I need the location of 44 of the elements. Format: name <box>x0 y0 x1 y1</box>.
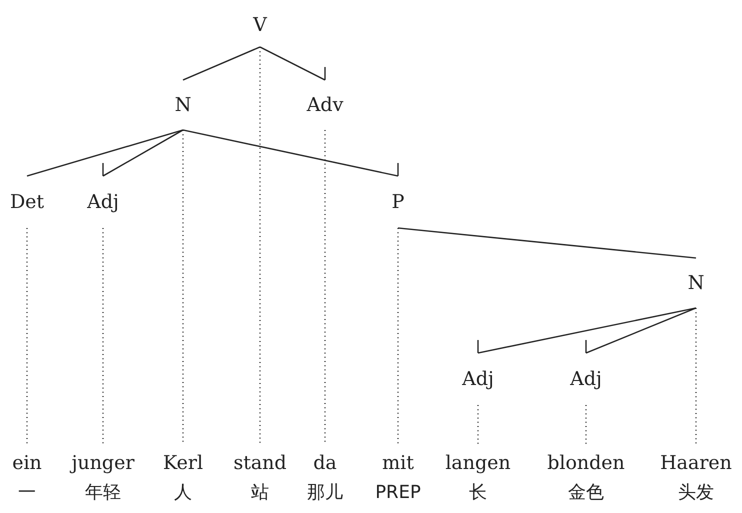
dependency-line <box>102 129 184 177</box>
dependency-line <box>585 307 696 354</box>
dependency-line <box>182 46 260 81</box>
category-label: Adj <box>570 368 602 390</box>
projection-line <box>324 130 326 445</box>
word: ein <box>12 450 42 474</box>
projection-line <box>585 405 587 445</box>
category-label: Adv <box>306 94 344 116</box>
gloss: 头发 <box>678 480 714 504</box>
category-label: N <box>174 94 192 116</box>
gloss: 人 <box>174 480 192 504</box>
gloss: 那儿 <box>307 480 343 504</box>
gloss: 年轻 <box>85 480 121 504</box>
projection-line <box>695 308 697 445</box>
word: stand <box>233 450 287 474</box>
gloss: 金色 <box>568 480 604 504</box>
category-label: Det <box>10 191 44 213</box>
gloss: 长 <box>469 480 487 504</box>
dependency-line <box>26 129 184 177</box>
word: blonden <box>547 450 625 474</box>
gloss: 站 <box>251 480 269 504</box>
word: mit <box>382 450 414 474</box>
word: junger <box>72 450 134 474</box>
category-label: Adj <box>87 191 119 213</box>
gloss: 一 <box>18 480 36 504</box>
dependency-line <box>398 227 696 259</box>
dependency-line <box>477 307 696 354</box>
gloss: PREP <box>375 480 421 504</box>
projection-line <box>26 228 28 445</box>
word: da <box>313 450 337 474</box>
dependency-line <box>260 46 326 81</box>
word: Kerl <box>162 450 204 474</box>
projection-line <box>259 47 261 445</box>
category-label: V <box>253 14 267 36</box>
projection-line <box>397 228 399 445</box>
category-label: Adj <box>462 368 494 390</box>
projection-line <box>182 130 184 445</box>
projection-line <box>477 405 479 445</box>
word: Haaren <box>660 450 732 474</box>
dependency-line <box>182 129 399 177</box>
category-label: N <box>688 272 704 294</box>
projection-line <box>102 228 104 445</box>
category-label: P <box>392 191 404 213</box>
word: langen <box>445 450 511 474</box>
